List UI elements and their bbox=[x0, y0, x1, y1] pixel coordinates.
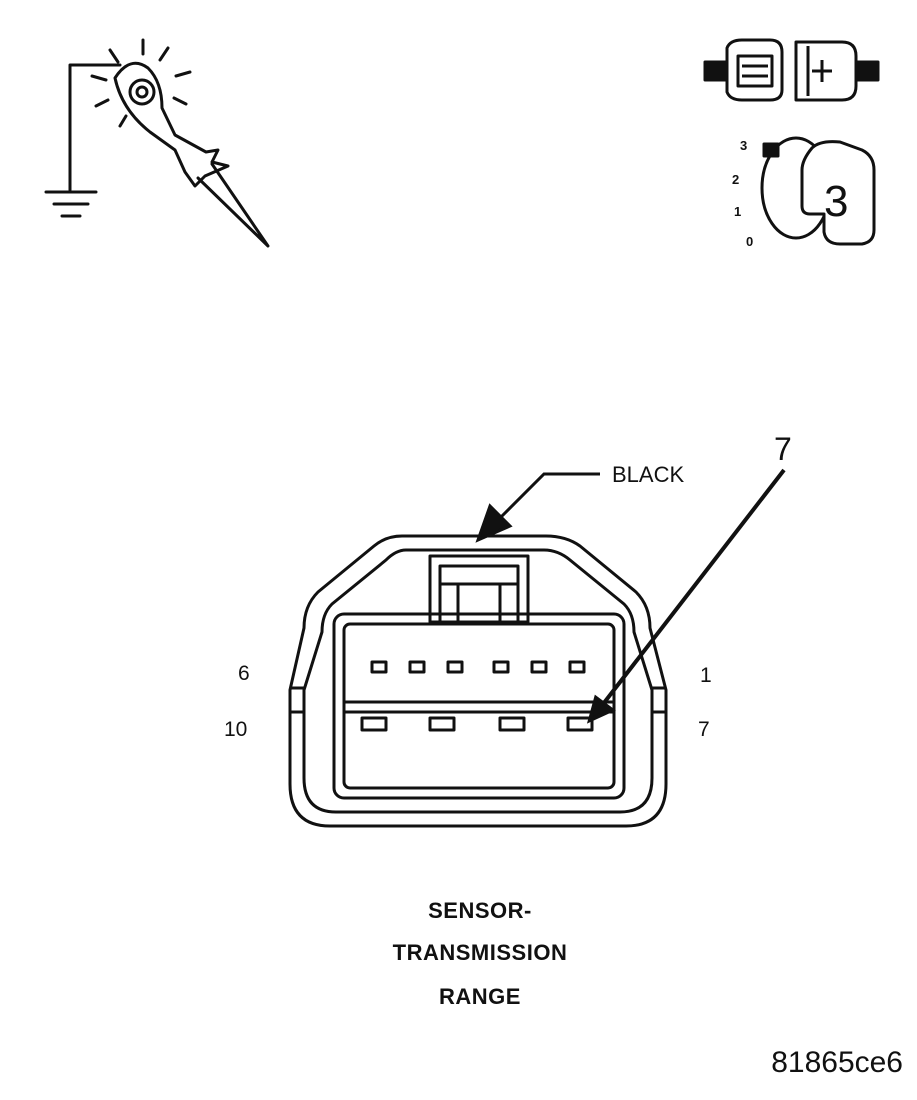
pin-6 bbox=[370, 660, 388, 674]
pin-4 bbox=[446, 660, 464, 674]
pin-label-top-right: 1 bbox=[700, 664, 712, 687]
pin-7-callout-leader bbox=[586, 468, 786, 724]
sensor-connector bbox=[288, 534, 668, 828]
black-callout-leader bbox=[475, 472, 600, 543]
figure-id: 81865ce6 bbox=[771, 1046, 903, 1079]
pin-10 bbox=[360, 716, 388, 732]
pin-2 bbox=[530, 660, 548, 674]
color-callout-label: BLACK bbox=[612, 462, 684, 487]
ignition-scale-3: 3 bbox=[740, 138, 747, 153]
ignition-scale-2: 2 bbox=[732, 172, 739, 187]
ignition-key-number: 3 bbox=[824, 177, 848, 226]
pin-5 bbox=[408, 660, 426, 674]
ignition-switch-icon: 3 2 1 0 3 bbox=[732, 136, 876, 249]
pin-7 bbox=[566, 716, 594, 732]
pin-label-bottom-right: 7 bbox=[698, 718, 710, 741]
pin-8 bbox=[498, 716, 526, 732]
caption-line-3: RANGE bbox=[439, 984, 521, 1009]
caption-line-1: SENSOR- bbox=[428, 898, 532, 923]
ignition-scale-1: 1 bbox=[734, 204, 741, 219]
pin-1 bbox=[568, 660, 586, 674]
caption-line-2: TRANSMISSION bbox=[392, 940, 568, 965]
pin-3 bbox=[492, 660, 510, 674]
ignition-scale-0: 0 bbox=[746, 234, 753, 249]
pin-9 bbox=[428, 716, 456, 732]
pin-callout-label: 7 bbox=[774, 431, 792, 467]
test-light-ground-icon bbox=[44, 38, 270, 248]
pin-label-top-left: 6 bbox=[238, 662, 250, 685]
pin-label-bottom-left: 10 bbox=[224, 718, 247, 741]
disconnect-connector-icon bbox=[703, 38, 880, 102]
